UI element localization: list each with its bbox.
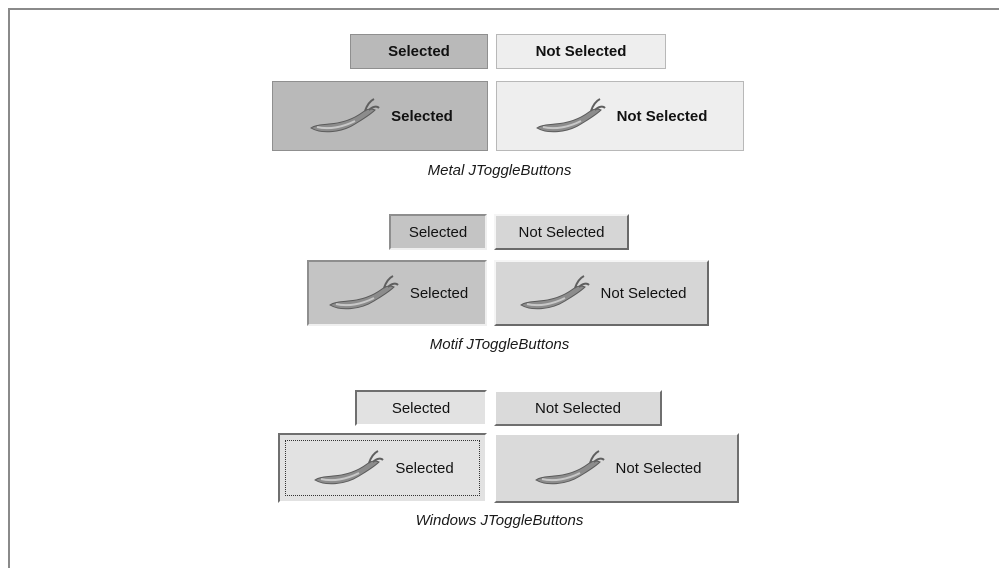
windows-not-selected-label: Not Selected <box>535 399 621 417</box>
motif-icon-not-selected-content: Not Selected <box>501 267 702 319</box>
pepper-icon <box>533 96 607 136</box>
pepper-icon <box>307 96 381 136</box>
metal-caption: Metal JToggleButtons <box>427 162 572 179</box>
windows-icon-not-selected-label: Not Selected <box>615 459 702 477</box>
motif-caption: Motif JToggleButtons <box>429 336 570 353</box>
motif-icon-selected-toggle[interactable]: Selected <box>307 260 487 326</box>
windows-icon-selected-content: Selected <box>285 440 480 496</box>
motif-icon-not-selected-toggle[interactable]: Not Selected <box>494 260 709 326</box>
metal-icon-not-selected-content: Not Selected <box>502 87 738 145</box>
windows-icon-not-selected-content: Not Selected <box>501 440 732 496</box>
motif-not-selected-label: Not Selected <box>518 223 605 241</box>
windows-icon-selected-toggle[interactable]: Selected <box>278 433 487 503</box>
motif-selected-toggle[interactable]: Selected <box>389 214 487 250</box>
metal-icon-selected-label: Selected <box>391 107 453 125</box>
motif-selected-label: Selected <box>408 223 468 241</box>
metal-not-selected-toggle[interactable]: Not Selected <box>496 34 666 69</box>
windows-icon-not-selected-toggle[interactable]: Not Selected <box>494 433 739 503</box>
motif-icon-selected-label: Selected <box>409 284 469 302</box>
metal-icon-not-selected-label: Not Selected <box>616 107 708 125</box>
windows-not-selected-toggle[interactable]: Not Selected <box>494 390 662 426</box>
metal-selected-toggle[interactable]: Selected <box>350 34 488 69</box>
metal-icon-selected-toggle[interactable]: Selected <box>272 81 488 151</box>
pepper-icon <box>326 273 400 313</box>
metal-icon-not-selected-toggle[interactable]: Not Selected <box>496 81 744 151</box>
motif-icon-selected-content: Selected <box>314 267 480 319</box>
motif-not-selected-toggle[interactable]: Not Selected <box>494 214 629 250</box>
windows-selected-label: Selected <box>391 399 451 417</box>
windows-caption: Windows JToggleButtons <box>415 512 584 529</box>
windows-icon-selected-label: Selected <box>395 459 454 477</box>
figure-frame <box>8 8 999 568</box>
metal-icon-selected-content: Selected <box>278 87 482 145</box>
pepper-icon <box>532 448 606 488</box>
pepper-icon <box>517 273 591 313</box>
motif-icon-not-selected-label: Not Selected <box>600 284 687 302</box>
metal-not-selected-label: Not Selected <box>535 43 627 60</box>
metal-selected-label: Selected <box>388 43 450 60</box>
windows-selected-toggle[interactable]: Selected <box>355 390 487 426</box>
pepper-icon <box>311 448 385 488</box>
